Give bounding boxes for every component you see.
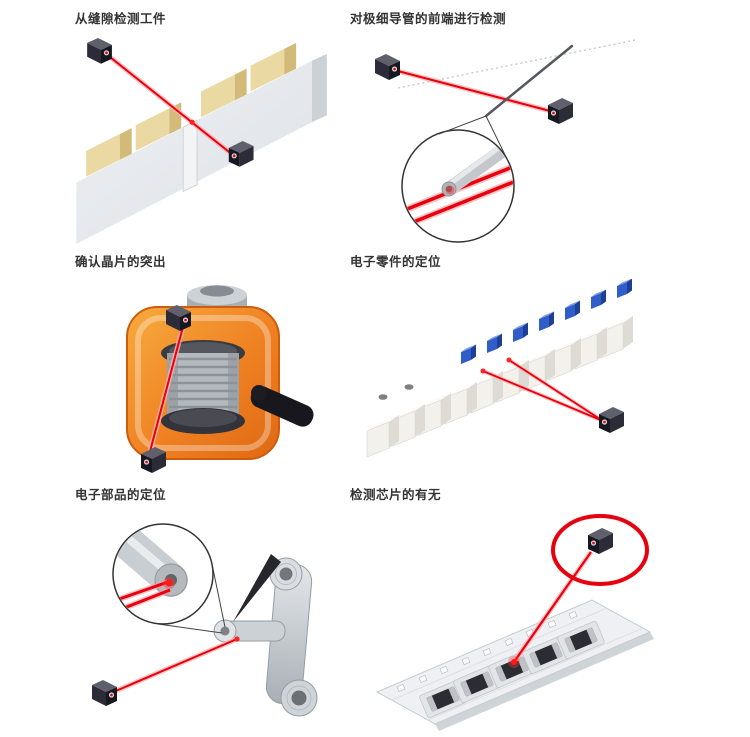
example-part-positioning: 电子部品的定位 (75, 488, 350, 736)
chips (419, 620, 605, 718)
laser-beam (147, 322, 185, 459)
component-blocks (366, 315, 633, 458)
laser-sensor-icon (548, 97, 573, 124)
laser-spot (165, 579, 173, 587)
gap-detection-illustration (76, 37, 327, 244)
laser-sensor-icon (375, 53, 400, 80)
component-positioning-illustration (366, 278, 633, 458)
magnified-tube (442, 140, 513, 196)
tube-tip-illustration (375, 39, 636, 243)
example-title: 从缝隙检测工件 (75, 12, 167, 26)
callout-line (211, 563, 226, 627)
workpiece-blocks (86, 42, 297, 177)
example-title: 对极细导管的前端进行检测 (350, 12, 507, 26)
sensor-head-pointer (233, 553, 281, 622)
laser-beam (482, 369, 604, 422)
example-title: 电子零件的定位 (350, 255, 442, 269)
laser-spot (511, 658, 517, 665)
example-tube-tip-detection: 对极细导管的前端进行检测 (350, 12, 695, 255)
laser-beam (105, 52, 234, 156)
laser-sensor-icon (92, 679, 117, 706)
laser-spot (445, 185, 455, 195)
example-title: 电子部品的定位 (75, 488, 167, 502)
fine-tube (484, 44, 574, 117)
callout-line (485, 115, 509, 161)
laser-spot (189, 119, 195, 125)
metal-bracket (213, 557, 318, 717)
laser-beam (110, 637, 238, 694)
conveyor-end-face (311, 53, 327, 122)
tape-edge (435, 631, 654, 731)
blue-components (461, 278, 632, 364)
case-highlight (135, 314, 271, 451)
laser-spot (506, 357, 512, 363)
laser-sensor-icon (588, 527, 613, 554)
callout-line (157, 623, 223, 634)
part-positioning-illustration (92, 522, 318, 717)
chip-presence-illustration (375, 513, 654, 731)
laser-spot (234, 636, 240, 642)
example-title: 确认晶片的突出 (75, 255, 167, 269)
example-gap-detection: 从缝隙检测工件 (75, 12, 350, 255)
black-lever (250, 384, 314, 427)
sprocket-holes (396, 610, 578, 692)
magnified-view (403, 140, 513, 228)
conveyor-slit (182, 119, 198, 192)
examples-grid: 从缝隙检测工件 对极细导 (75, 12, 695, 736)
laser-sensor-icon (87, 37, 112, 64)
highlight-circle (551, 513, 649, 586)
example-component-positioning: 电子零件的定位 (350, 255, 695, 488)
laser-beam (508, 358, 604, 422)
laser-beam (513, 550, 592, 663)
laser-spot (480, 368, 486, 374)
example-chip-presence: 检测芯片的有无 (350, 488, 695, 736)
coil-stack (161, 339, 245, 434)
callout-line (438, 115, 487, 135)
laser-beam (393, 68, 555, 113)
protrusion-check-illustration (126, 284, 314, 473)
example-title: 检测芯片的有无 (350, 488, 442, 502)
laser-sensor-icon (599, 406, 624, 433)
example-wafer-protrusion: 确认晶片的突出 (75, 255, 350, 488)
